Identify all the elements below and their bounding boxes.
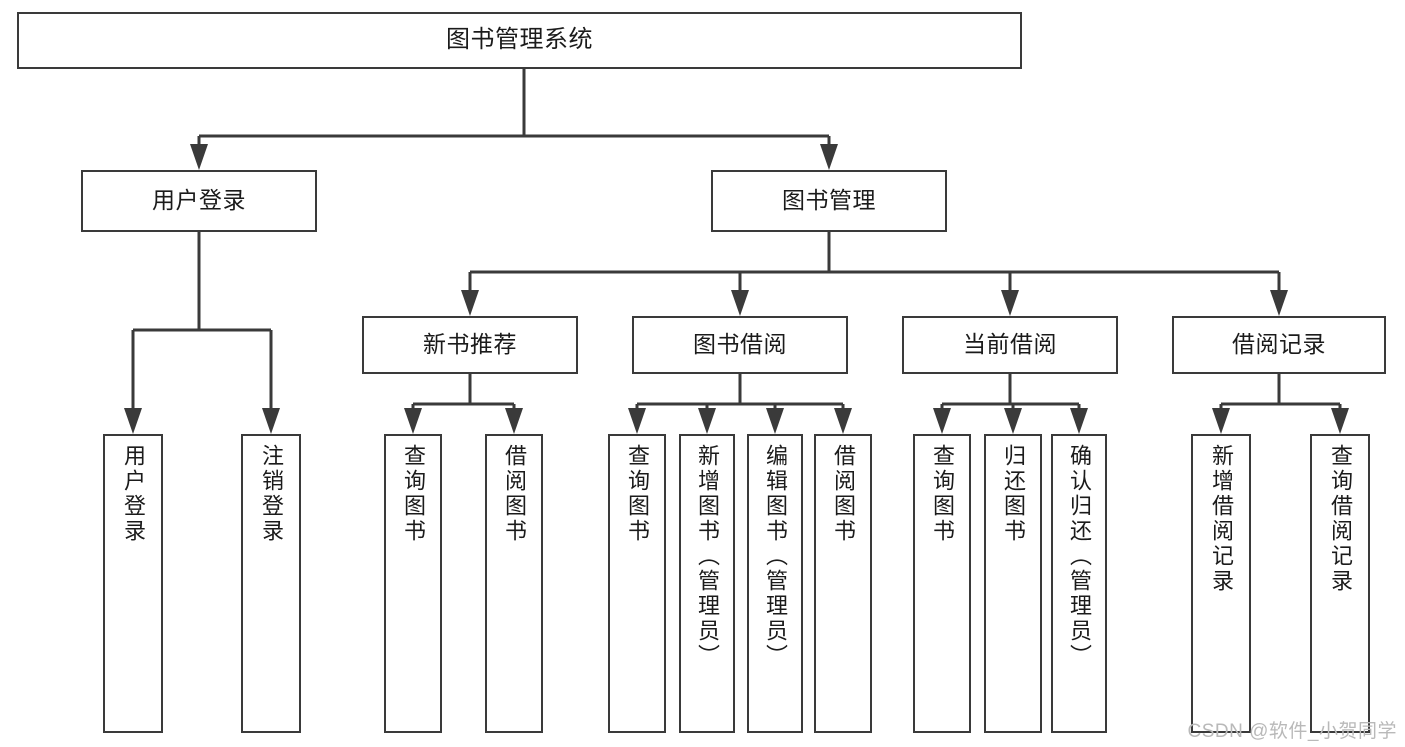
node-label: 图书借阅 — [693, 331, 787, 358]
arrow-head-l_logout — [262, 408, 280, 434]
node-label: 新增图书（管理员） — [695, 444, 720, 669]
arrow-head-n_query — [404, 408, 422, 434]
arrow-head-borrow — [731, 290, 749, 316]
node-n_borrow[interactable]: 借阅图书 — [485, 434, 543, 733]
node-label: 借阅记录 — [1232, 331, 1326, 358]
node-login[interactable]: 用户登录 — [81, 170, 317, 232]
arrow-head-b_add — [698, 408, 716, 434]
node-c_return[interactable]: 归还图书 — [984, 434, 1042, 733]
arrow-head-c_return — [1004, 408, 1022, 434]
node-n_query[interactable]: 查询图书 — [384, 434, 442, 733]
node-b_lend[interactable]: 借阅图书 — [814, 434, 872, 733]
node-label: 新增借阅记录 — [1209, 444, 1234, 594]
node-label: 查询借阅记录 — [1328, 444, 1353, 594]
node-current[interactable]: 当前借阅 — [902, 316, 1118, 374]
node-label: 图书管理系统 — [446, 26, 593, 54]
arrow-head-newbook — [461, 290, 479, 316]
arrow-head-c_confirm — [1070, 408, 1088, 434]
node-c_confirm[interactable]: 确认归还（管理员） — [1051, 434, 1107, 733]
node-newbook[interactable]: 新书推荐 — [362, 316, 578, 374]
node-label: 归还图书 — [1001, 444, 1026, 544]
node-b_add[interactable]: 新增图书（管理员） — [679, 434, 735, 733]
arrow-head-bookmgmt — [820, 144, 838, 170]
node-label: 用户登录 — [152, 187, 246, 214]
node-label: 新书推荐 — [423, 331, 517, 358]
node-label: 借阅图书 — [502, 444, 527, 544]
arrow-head-r_add — [1212, 408, 1230, 434]
watermark: CSDN @软件_小贺同学 — [1187, 721, 1397, 742]
node-l_login[interactable]: 用户登录 — [103, 434, 163, 733]
node-label: 借阅图书 — [831, 444, 856, 544]
arrow-head-login — [190, 144, 208, 170]
arrow-head-current — [1001, 290, 1019, 316]
arrow-head-records — [1270, 290, 1288, 316]
node-b_query[interactable]: 查询图书 — [608, 434, 666, 733]
node-r_query[interactable]: 查询借阅记录 — [1310, 434, 1370, 733]
node-label: 当前借阅 — [963, 331, 1057, 358]
node-bookmgmt[interactable]: 图书管理 — [711, 170, 947, 232]
node-label: 编辑图书（管理员） — [763, 444, 788, 669]
arrow-head-b_query — [628, 408, 646, 434]
node-l_logout[interactable]: 注销登录 — [241, 434, 301, 733]
node-c_query[interactable]: 查询图书 — [913, 434, 971, 733]
node-label: 图书管理 — [782, 187, 876, 214]
node-label: 注销登录 — [259, 444, 284, 544]
node-label: 确认归还（管理员） — [1067, 444, 1092, 669]
node-r_add[interactable]: 新增借阅记录 — [1191, 434, 1251, 733]
arrow-head-b_lend — [834, 408, 852, 434]
arrow-head-r_query — [1331, 408, 1349, 434]
node-records[interactable]: 借阅记录 — [1172, 316, 1386, 374]
node-b_edit[interactable]: 编辑图书（管理员） — [747, 434, 803, 733]
node-label: 用户登录 — [121, 444, 146, 544]
node-root[interactable]: 图书管理系统 — [17, 12, 1022, 69]
arrow-head-n_borrow — [505, 408, 523, 434]
node-label: 查询图书 — [930, 444, 955, 544]
arrow-head-c_query — [933, 408, 951, 434]
arrow-head-l_login — [124, 408, 142, 434]
node-borrow[interactable]: 图书借阅 — [632, 316, 848, 374]
node-label: 查询图书 — [401, 444, 426, 544]
node-label: 查询图书 — [625, 444, 650, 544]
arrow-head-b_edit — [766, 408, 784, 434]
